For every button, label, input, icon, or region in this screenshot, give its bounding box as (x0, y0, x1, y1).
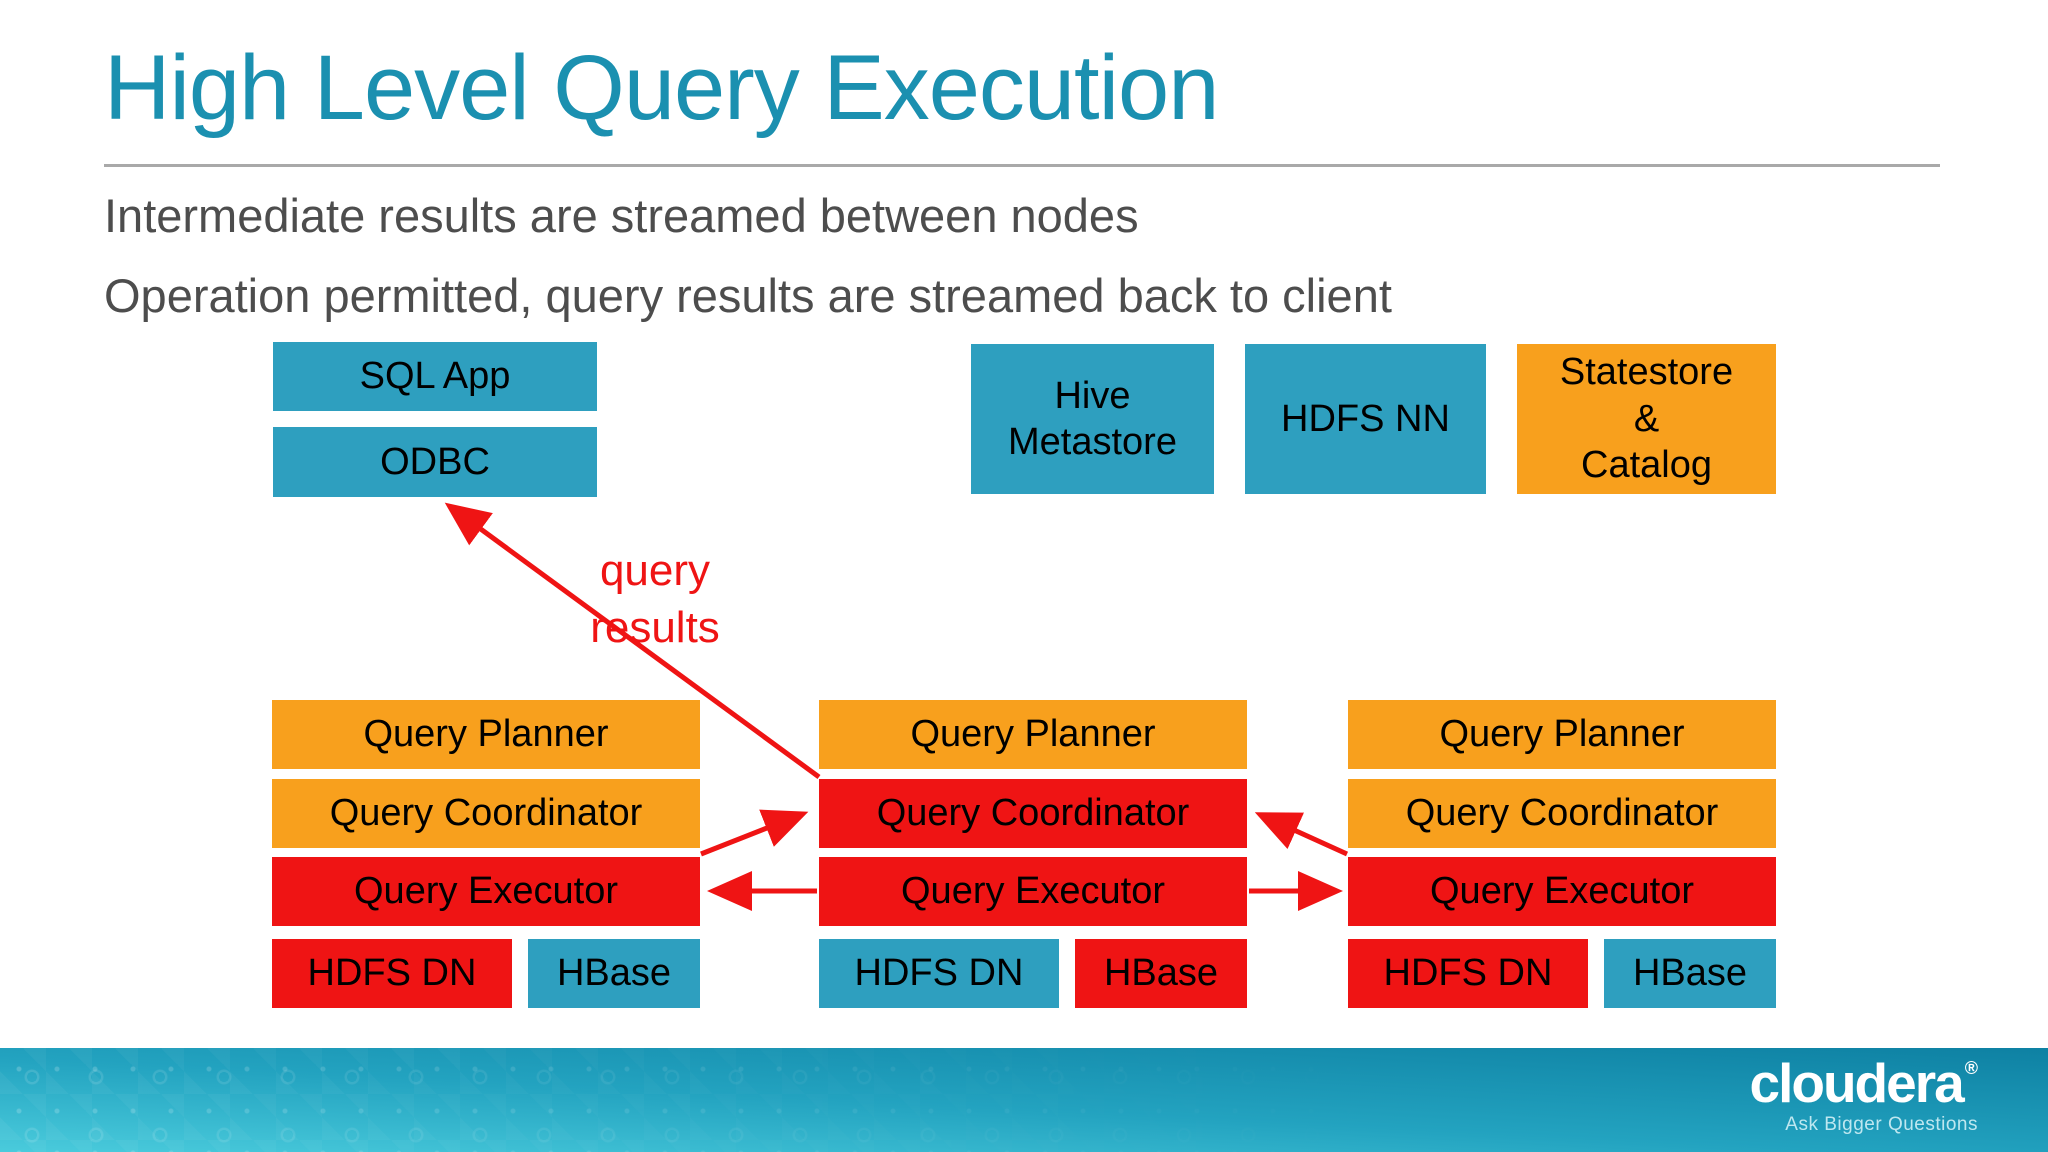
subtitle-line-2: Operation permitted, query results are s… (104, 269, 1392, 322)
left-query-planner: Query Planner (272, 700, 700, 769)
cloudera-tagline: Ask Bigger Questions (1785, 1114, 1978, 1135)
query-results-label-line-1: query (599, 546, 711, 595)
middle-query-planner: Query Planner (819, 700, 1247, 769)
middle-hbase: HBase (1075, 939, 1247, 1008)
cloudera-brand: cloudera® Ask Bigger Questions (1749, 1056, 1978, 1136)
middle-hdfs-dn: HDFS DN (819, 939, 1059, 1008)
box-statestore-catalog: Statestore & Catalog (1517, 344, 1776, 494)
right-hbase: HBase (1604, 939, 1776, 1008)
middle-query-executor: Query Executor (819, 857, 1247, 926)
query-results-label-line-2: results (590, 603, 720, 653)
right-query-planner: Query Planner (1348, 700, 1776, 769)
right-query-coordinator: Query Coordinator (1348, 779, 1776, 848)
statestore-line-1: Statestore (1559, 351, 1734, 394)
right-hdfs-dn: HDFS DN (1348, 939, 1588, 1008)
arrow-right-executor-to-middle-coordinator (1254, 812, 1349, 857)
left-query-coordinator: Query Coordinator (272, 779, 700, 848)
arrow-left-executor-to-middle-coordinator (700, 809, 809, 857)
cloudera-wordmark: cloudera (1749, 1052, 1964, 1114)
title-divider (104, 164, 1940, 167)
node-middle: Query Planner Query Coordinator Query Ex… (819, 700, 1247, 1008)
query-results-label: query results (565, 542, 745, 656)
box-hive-metastore: Hive Metastore (971, 344, 1214, 494)
box-hdfs-nn: HDFS NN (1245, 344, 1486, 494)
footer-band: cloudera® Ask Bigger Questions (0, 1048, 2048, 1152)
subtitle-line-1: Intermediate results are streamed betwee… (104, 189, 1139, 242)
node-right: Query Planner Query Coordinator Query Ex… (1348, 700, 1776, 1008)
statestore-line-2: & (1633, 397, 1660, 440)
footer-pattern (0, 1048, 2048, 1152)
registered-trademark-icon: ® (1964, 1058, 1978, 1078)
left-query-executor: Query Executor (272, 857, 700, 926)
slide-title: High Level Query Execution (104, 37, 1219, 139)
box-sql-app: SQL App (273, 342, 597, 411)
left-hdfs-dn: HDFS DN (272, 939, 512, 1008)
left-hbase: HBase (528, 939, 700, 1008)
node-left: Query Planner Query Coordinator Query Ex… (272, 700, 700, 1008)
middle-query-coordinator: Query Coordinator (819, 779, 1247, 848)
statestore-line-3: Catalog (1581, 444, 1712, 487)
box-odbc: ODBC (273, 427, 597, 497)
right-query-executor: Query Executor (1348, 857, 1776, 926)
